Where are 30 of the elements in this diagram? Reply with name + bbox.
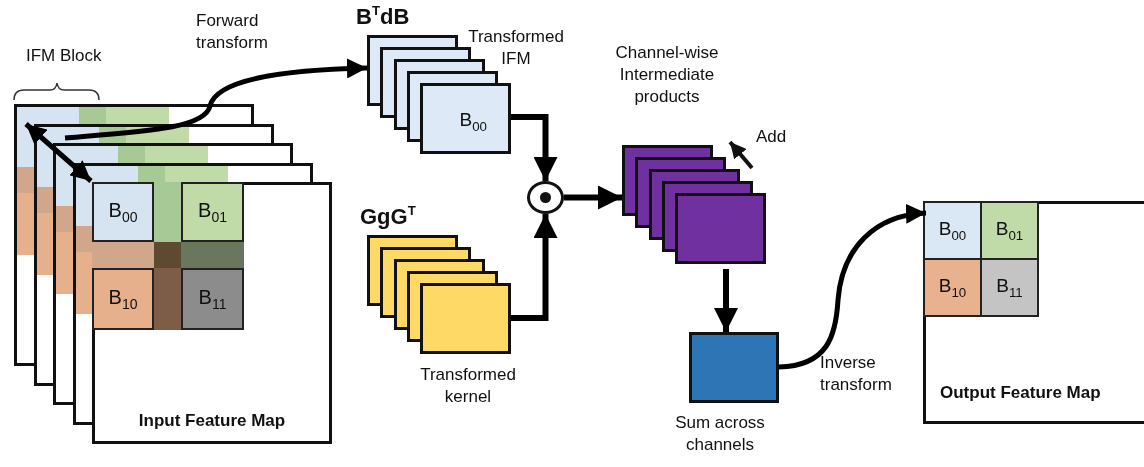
map-title: Output Feature Map xyxy=(940,383,1101,403)
arrow xyxy=(24,122,93,183)
node-caption: Transformed kernel xyxy=(419,364,517,409)
feature-map-stack xyxy=(622,145,766,263)
arrow xyxy=(64,58,368,141)
matrix-formula: B$^{T}$dB xyxy=(356,2,411,32)
arrow xyxy=(511,214,558,321)
product-operator xyxy=(527,181,564,214)
arrow xyxy=(778,204,927,370)
block-tile: B$_{00}$ xyxy=(923,201,982,260)
feature-map-stack xyxy=(14,104,332,444)
arrow xyxy=(511,114,558,181)
sum-box xyxy=(689,332,779,403)
feature-map-stack xyxy=(367,235,511,353)
edge-label: Forward transform xyxy=(196,10,269,55)
edge-label: Inverse transform xyxy=(820,352,893,397)
arrow-label: Add xyxy=(756,126,788,148)
block-label: B$_{00}$ xyxy=(458,108,488,135)
block-tile: B$_{01}$ xyxy=(980,201,1039,260)
node-caption: Channel-wise Intermediate products xyxy=(614,42,720,109)
brace-label: IFM Block xyxy=(26,45,103,67)
arrow xyxy=(564,185,622,210)
node-caption: Transformed IFM xyxy=(467,26,565,71)
block-tile: B$_{11}$ xyxy=(980,258,1039,317)
arrow xyxy=(714,269,738,332)
block-tile: B$_{10}$ xyxy=(923,258,982,317)
map-title: Input Feature Map xyxy=(137,411,287,431)
node-caption: Sum across channels xyxy=(674,412,766,457)
feature-map-sheet xyxy=(923,201,1144,424)
matrix-formula: GgG$^{T}$ xyxy=(360,202,417,232)
